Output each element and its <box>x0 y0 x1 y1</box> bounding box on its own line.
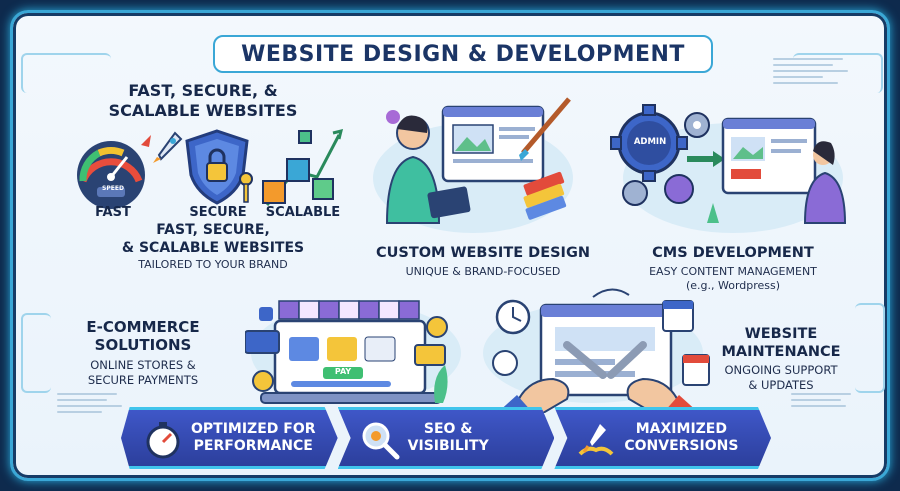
benefit-line: VISIBILITY <box>407 438 489 454</box>
subtitle-line: SECURE PAYMENTS <box>87 373 199 387</box>
heading-line: MAINTENANCE <box>721 344 841 360</box>
decorative-lines <box>57 393 127 417</box>
custom-design-subtitle: UNIQUE & BRAND-FOCUSED <box>405 265 561 278</box>
benefit-seo: SEO & VISIBILITY <box>337 407 555 469</box>
benefit-label: MAXIMIZED CONVERSIONS <box>624 421 738 455</box>
decorative-lines <box>791 393 861 411</box>
subtitle-line: & UPDATES <box>748 378 814 392</box>
benefit-line: OPTIMIZED FOR <box>191 421 316 437</box>
cms-heading: CMS DEVELOPMENT <box>652 245 814 261</box>
shield-lock-icon <box>185 129 249 205</box>
rocket-handshake-icon <box>578 424 614 456</box>
benefits-bar: OPTIMIZED FOR PERFORMANCE SEO & VISIBILI… <box>121 407 772 469</box>
fast-label: FAST <box>95 205 131 220</box>
heading-line: WEBSITE <box>744 326 818 342</box>
stopwatch-icon <box>146 422 180 459</box>
speed-label: SPEED <box>102 185 124 192</box>
benefit-performance: OPTIMIZED FOR PERFORMANCE <box>121 407 338 469</box>
scalable-label: SCALABLE <box>265 205 341 220</box>
pay-label: PAY <box>334 367 352 376</box>
heading-line: FAST, SECURE, & <box>128 81 278 100</box>
rocket-icon <box>153 131 183 163</box>
ecommerce-heading: E-COMMERCE SOLUTIONS <box>43 318 243 354</box>
cms-subtitle: EASY CONTENT MANAGEMENT <box>649 265 817 278</box>
ecommerce-subtitle: ONLINE STORES & SECURE PAYMENTS <box>43 358 243 388</box>
heading-line: E-COMMERCE <box>86 318 200 336</box>
admin-gear-icon <box>610 104 847 224</box>
benefit-line: SEO & <box>423 421 473 437</box>
maintenance-subtitle: ONGOING SUPPORT & UPDATES <box>701 363 861 393</box>
custom-design-heading: CUSTOM WEBSITE DESIGN <box>375 245 590 261</box>
benefit-label: SEO & VISIBILITY <box>408 421 489 455</box>
benefit-conversions: MAXIMIZED CONVERSIONS <box>554 407 772 469</box>
footer-line: & SCALABLE WEBSITES <box>121 240 305 256</box>
secure-label: SECURE <box>189 205 247 220</box>
maintenance-heading: WEBSITE MAINTENANCE <box>701 325 861 361</box>
subtitle-line: ONGOING SUPPORT <box>724 363 838 377</box>
circuit-trace <box>21 313 51 393</box>
benefit-label: OPTIMIZED FOR PERFORMANCE <box>191 421 316 455</box>
decorative-lines <box>773 58 853 88</box>
storefront-laptop-icon <box>245 300 448 404</box>
fast-secure-subtitle: TAILORED TO YOUR BRAND <box>138 258 288 271</box>
benefit-line: CONVERSIONS <box>624 438 739 454</box>
fast-secure-footer: FAST, SECURE, & SCALABLE WEBSITES <box>103 221 323 257</box>
admin-label: ADMIN <box>633 137 667 147</box>
benefit-line: PERFORMANCE <box>193 438 313 454</box>
cms-example: (e.g., Wordpress) <box>685 279 781 292</box>
page-title: WEBSITE DESIGN & DEVELOPMENT <box>213 35 713 73</box>
cubes-growth-icon <box>262 128 343 206</box>
footer-line: FAST, SECURE, <box>156 222 270 238</box>
speedometer-icon <box>77 135 151 209</box>
circuit-trace <box>793 53 883 93</box>
key-icon <box>239 172 253 203</box>
magnifier-gear-icon <box>362 422 400 460</box>
subtitle-line: ONLINE STORES & <box>90 358 196 372</box>
benefit-line: MAXIMIZED <box>635 421 727 437</box>
heading-line: SOLUTIONS <box>94 336 192 354</box>
circuit-trace <box>21 53 111 93</box>
fast-secure-heading: FAST, SECURE, & SCALABLE WEBSITES <box>83 81 323 121</box>
designer-tablet-icon <box>385 97 571 224</box>
circuit-trace <box>855 303 885 393</box>
wrench-hands-icon <box>492 288 710 413</box>
infographic-frame: WEBSITE DESIGN & DEVELOPMENT FAST, SECUR… <box>10 10 890 481</box>
heading-line: SCALABLE WEBSITES <box>108 101 298 120</box>
